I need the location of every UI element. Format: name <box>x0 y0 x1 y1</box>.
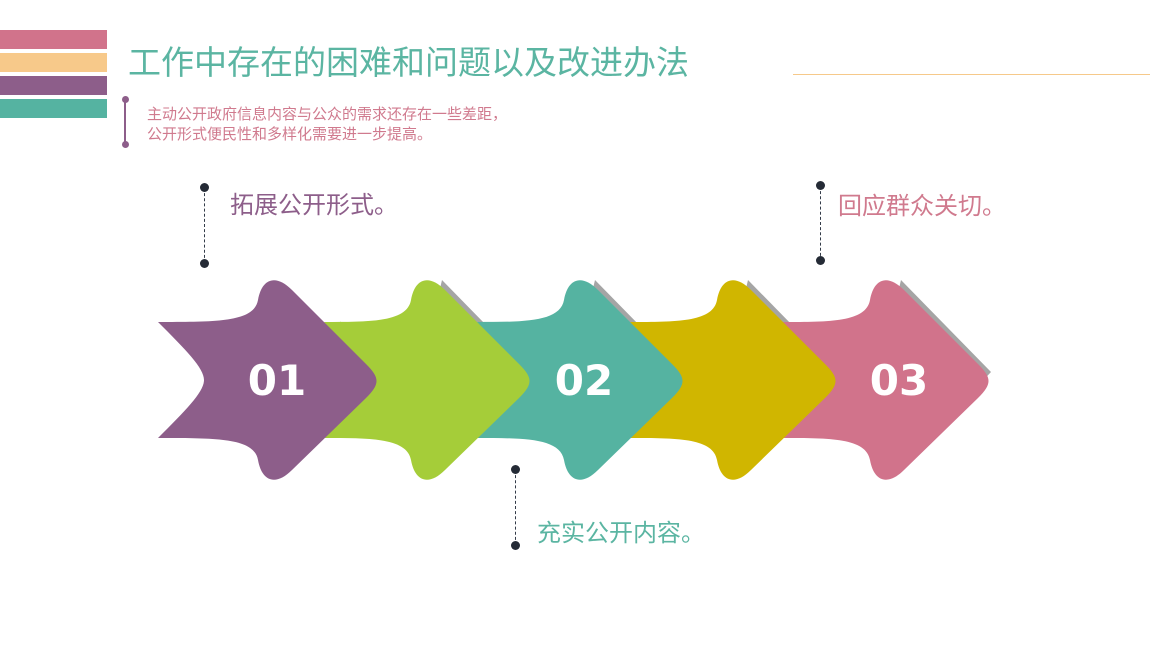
subtitle-rule <box>124 100 126 144</box>
leader-dot-2-bottom <box>511 541 520 550</box>
stripe-purple <box>0 76 107 95</box>
leader-line-1 <box>204 188 205 263</box>
leader-dot-2-top <box>511 465 520 474</box>
arrow-3 <box>477 280 683 480</box>
arrow-number-03: 03 <box>870 356 928 405</box>
subtitle-line-2: 公开形式便民性和多样化需要进一步提高。 <box>147 125 433 143</box>
subtitle-rule-dot-bottom <box>122 141 129 148</box>
stripe-pink <box>0 30 107 49</box>
page-title: 工作中存在的困难和问题以及改进办法 <box>128 43 689 82</box>
stripe-orange <box>0 53 107 72</box>
leader-dot-3-bottom <box>816 256 825 265</box>
arrow-number-02: 02 <box>555 356 613 405</box>
leader-dot-1-top <box>200 183 209 192</box>
title-underline <box>793 74 1150 75</box>
subtitle: 主动公开政府信息内容与公众的需求还存在一些差距， 公开形式便民性和多样化需要进一… <box>147 104 507 144</box>
point-label-2: 充实公开内容。 <box>537 519 705 547</box>
leader-dot-3-top <box>816 181 825 190</box>
subtitle-rule-dot-top <box>122 96 129 103</box>
leader-dot-1-bottom <box>200 259 209 268</box>
arrow-number-01: 01 <box>248 356 306 405</box>
leader-line-3 <box>820 186 821 261</box>
leader-line-2 <box>515 470 516 545</box>
arrow-2 <box>324 280 530 480</box>
point-label-3: 回应群众关切。 <box>838 192 1006 220</box>
point-label-1: 拓展公开形式。 <box>230 191 398 219</box>
arrow-4 <box>630 280 836 480</box>
arrow-5 <box>783 280 989 480</box>
subtitle-line-1: 主动公开政府信息内容与公众的需求还存在一些差距， <box>147 105 508 123</box>
arrow-1 <box>158 280 377 480</box>
stripe-teal <box>0 99 107 118</box>
